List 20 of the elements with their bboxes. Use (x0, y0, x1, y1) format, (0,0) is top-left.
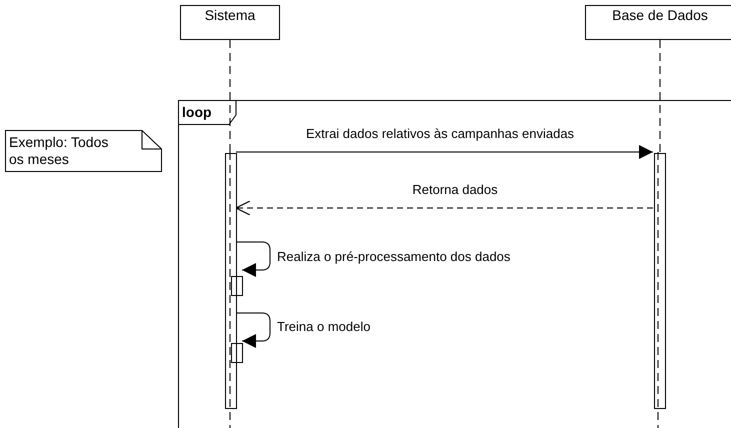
message-label: Realiza o pré-processamento dos dados (277, 249, 510, 264)
message-arrow (236, 145, 654, 159)
participant-name: Base de Dados (611, 7, 709, 23)
message-arrow (235, 200, 654, 216)
activation-bar (225, 153, 237, 409)
participant-box (180, 5, 280, 40)
participant-box (585, 5, 731, 40)
message-label: Extrai dados relativos às campanhas enviadas (306, 126, 574, 141)
message-arrow (236, 312, 270, 348)
note-text: Exemplo: Todos os meses (9, 134, 110, 168)
message-label: Retorna dados (412, 182, 498, 197)
activation-bar (654, 153, 666, 409)
loop-frame (178, 100, 731, 428)
note-box (5, 130, 162, 172)
activation-bar (231, 343, 243, 363)
participant-name: Sistema (204, 7, 256, 23)
message-label: Treina o modelo (277, 319, 370, 334)
activation-bar (231, 276, 243, 296)
frame-label: loop (182, 104, 212, 120)
message-arrow (236, 242, 270, 277)
